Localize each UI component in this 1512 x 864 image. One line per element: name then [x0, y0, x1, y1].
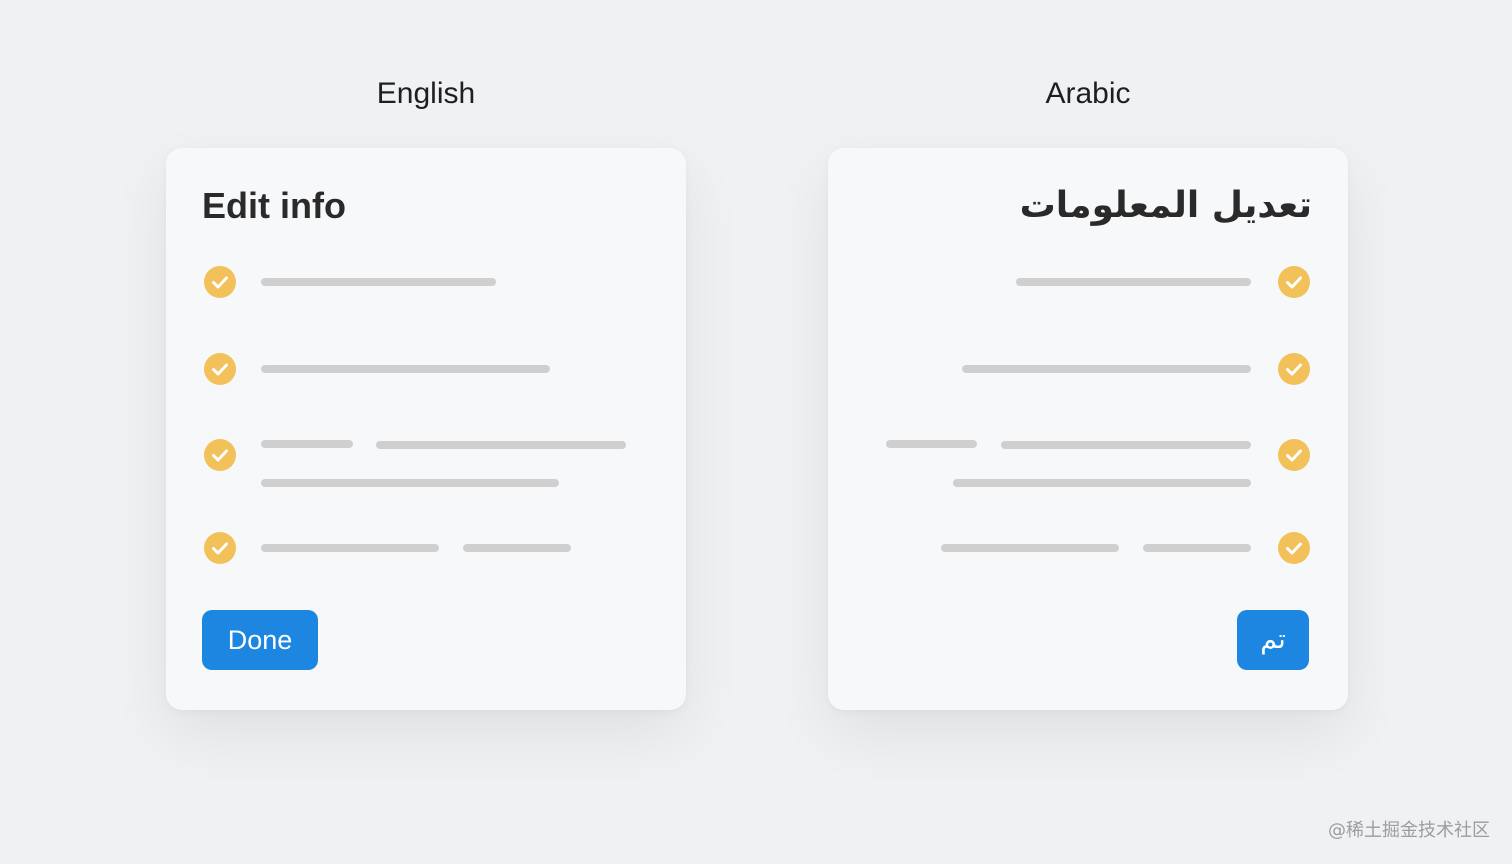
english-edit-info-card: Edit info Done: [166, 148, 686, 710]
watermark: @稀土掘金技术社区: [1328, 820, 1490, 841]
placeholder-line: [962, 365, 1251, 373]
placeholder-line: [261, 440, 353, 448]
check-circle-icon: [204, 532, 236, 564]
placeholder-line: [941, 544, 1119, 552]
check-circle-icon: [1278, 353, 1310, 385]
placeholder-line: [463, 544, 571, 552]
card-title: Edit info: [202, 185, 346, 226]
check-circle-icon: [1278, 439, 1310, 471]
placeholder-line: [953, 479, 1251, 487]
placeholder-line: [376, 441, 626, 449]
placeholder-line: [1001, 441, 1251, 449]
english-column-label: English: [376, 77, 476, 110]
check-circle-icon: [1278, 532, 1310, 564]
placeholder-line: [886, 440, 977, 448]
placeholder-line: [1016, 278, 1251, 286]
arabic-column-label: Arabic: [1045, 77, 1131, 110]
check-circle-icon: [1278, 266, 1310, 298]
arabic-edit-info-card: تعديل المعلومات تم: [828, 148, 1348, 710]
check-circle-icon: [204, 353, 236, 385]
check-circle-icon: [204, 266, 236, 298]
placeholder-line: [261, 278, 496, 286]
placeholder-line: [1143, 544, 1251, 552]
check-circle-icon: [204, 439, 236, 471]
done-button[interactable]: Done: [202, 610, 318, 670]
placeholder-line: [261, 544, 439, 552]
done-button-arabic[interactable]: تم: [1237, 610, 1309, 670]
placeholder-line: [261, 365, 550, 373]
placeholder-line: [261, 479, 559, 487]
card-title: تعديل المعلومات: [1019, 185, 1312, 226]
